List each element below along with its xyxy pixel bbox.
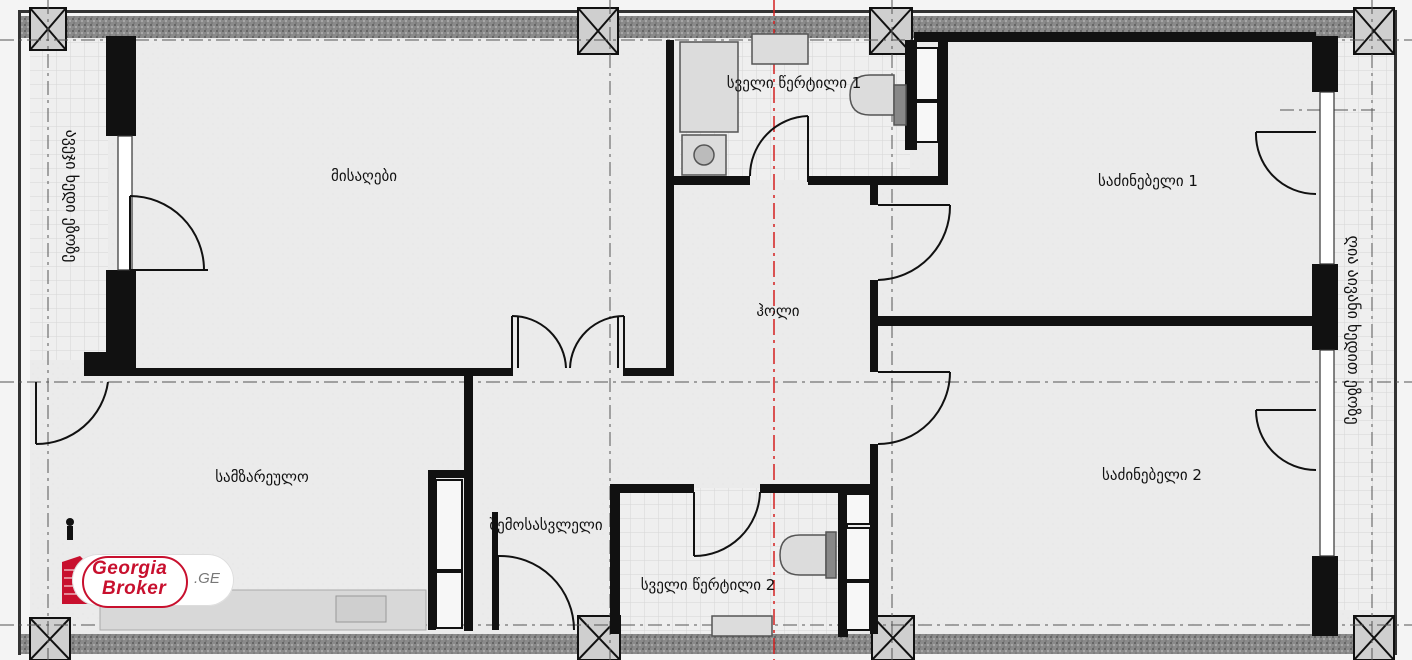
- figure-icon: [66, 518, 74, 540]
- bathroom-fixtures: [679, 33, 907, 637]
- room-label-reception: მისაღები: [331, 167, 397, 185]
- built-in-closets: [435, 47, 939, 631]
- balcony-label-right: ღია აივანი ხედით ეზოზე: [1344, 235, 1363, 424]
- logo-badge: [82, 556, 188, 608]
- room-label-bathroom-2: სველი წერტილი 2: [641, 576, 776, 594]
- logo-text-line1: Georgia: [92, 558, 168, 579]
- georgia-broker-logo: Georgia Broker .GE: [58, 548, 238, 612]
- room-label-kitchen: სამზარეულო: [215, 468, 309, 486]
- windows: [117, 91, 1335, 557]
- top-edge-line: [20, 10, 1396, 13]
- right-edge-line: [1394, 10, 1397, 655]
- room-label-bathroom-1: სველი წერტილი 1: [727, 74, 862, 92]
- left-edge-line: [18, 10, 21, 655]
- left-balcony-floor: [30, 40, 108, 360]
- kitchen-sink: [335, 595, 387, 623]
- balcony-label-left: ავეჯი ხედი ეზოზე: [62, 130, 81, 263]
- room-label-bedroom-2: საძინებელი 2: [1102, 466, 1202, 484]
- bottom-exterior-wall: [20, 634, 1394, 654]
- logo-domain-suffix: .GE: [194, 570, 220, 587]
- room-label-bedroom-1: საძინებელი 1: [1098, 172, 1198, 190]
- room-label-entrance: შემოსასვლელი: [489, 516, 603, 534]
- logo-text-line2: Broker: [102, 578, 167, 599]
- door-swings: [35, 115, 1317, 631]
- room-label-hall: ჰოლი: [756, 302, 799, 320]
- interior-walls: [84, 32, 1338, 637]
- right-balcony-floor: [1330, 40, 1396, 610]
